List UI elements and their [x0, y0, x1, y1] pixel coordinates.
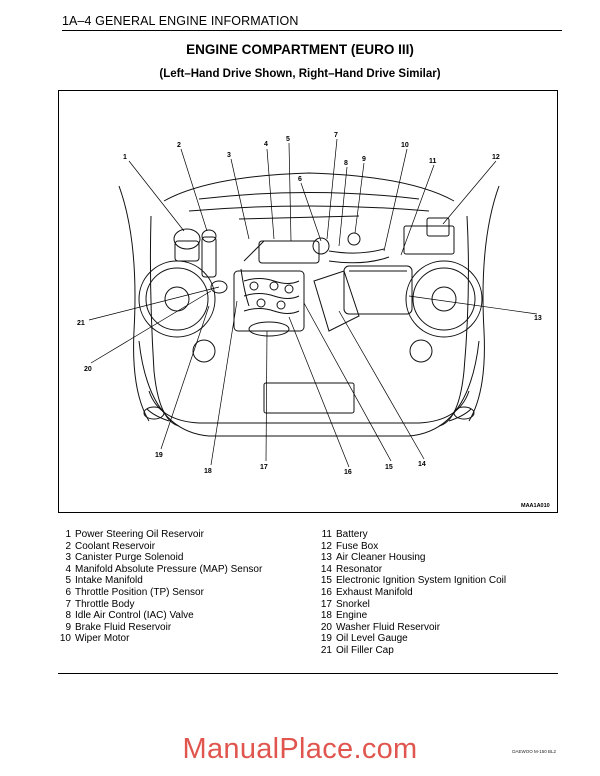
callout-4: 4	[264, 141, 268, 148]
callout-21: 21	[77, 320, 85, 327]
callout-1: 1	[123, 154, 127, 161]
page-subtitle: (Left–Hand Drive Shown, Right–Hand Drive…	[159, 68, 441, 80]
callout-8: 8	[344, 160, 348, 167]
callout-15: 15	[385, 464, 393, 471]
figure-code: MAA1A010	[521, 503, 550, 509]
page-header: 1A–4 GENERAL ENGINE INFORMATION	[62, 14, 562, 31]
callout-17: 17	[260, 464, 268, 471]
callout-7: 7	[334, 132, 338, 139]
callout-9: 9	[362, 156, 366, 163]
callout-5: 5	[286, 136, 290, 143]
callout-12: 12	[492, 154, 500, 161]
callout-11: 11	[429, 158, 437, 165]
callout-3: 3	[227, 152, 231, 159]
callout-13: 13	[534, 315, 542, 322]
footer-code: DAEWOO M-150 BL2	[512, 749, 556, 754]
callout-19: 19	[155, 452, 163, 459]
callout-10: 10	[401, 142, 409, 149]
callout-14: 14	[418, 461, 426, 468]
callout-6: 6	[298, 176, 302, 183]
engine-compartment-figure: 1 2 3 4 5 6 7 8 9 10 11 12 13 14 15 16 1…	[58, 90, 558, 513]
bottom-divider	[58, 673, 558, 674]
page-title: ENGINE COMPARTMENT (EURO III)	[186, 42, 414, 57]
watermark: ManualPlace.com	[182, 733, 418, 765]
engine-illustration: 1 2 3 4 5 6 7 8 9 10 11 12 13 14 15 16 1…	[77, 132, 550, 509]
callout-20: 20	[84, 366, 92, 373]
callout-16: 16	[344, 469, 352, 476]
callout-18: 18	[204, 468, 212, 475]
callout-2: 2	[177, 142, 181, 149]
